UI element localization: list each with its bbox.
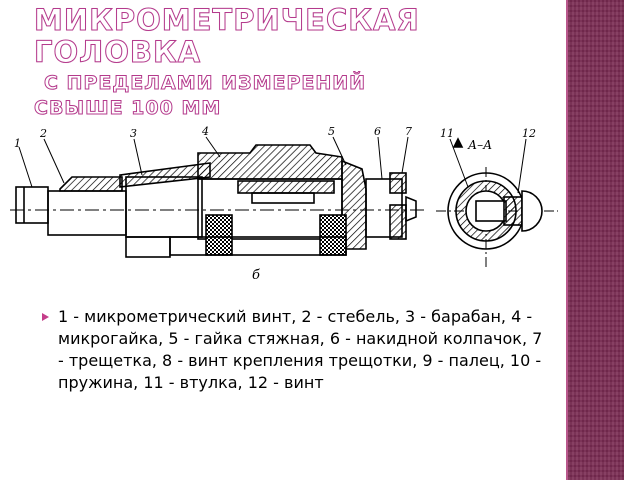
triangle-bullet-icon bbox=[42, 313, 49, 321]
section-label: А–А bbox=[467, 138, 492, 152]
side-divider bbox=[566, 0, 568, 480]
label-6: 6 bbox=[374, 125, 381, 138]
title-line-1: Микрометрическая головка bbox=[34, 3, 420, 69]
label-3: 3 bbox=[130, 127, 137, 140]
label-7: 7 bbox=[405, 125, 412, 138]
drawing-labels: 1 2 3 4 5 6 7 11 12 А–А б bbox=[14, 125, 536, 283]
leader-lines bbox=[18, 136, 527, 194]
slide-title: Микрометрическая головка с пределами изм… bbox=[34, 4, 554, 121]
label-4: 4 bbox=[201, 125, 209, 138]
decorative-side-band bbox=[568, 0, 624, 480]
label-5: 5 bbox=[328, 125, 335, 138]
label-2: 2 bbox=[39, 127, 47, 140]
side-band-texture bbox=[568, 0, 624, 480]
side-edge bbox=[624, 0, 640, 480]
label-1: 1 bbox=[14, 137, 21, 150]
caption-list-item: 1 - микрометрический винт, 2 - стебель, … bbox=[42, 306, 552, 394]
micrometer-head-drawing: 1 2 3 4 5 6 7 11 12 А–А б bbox=[10, 125, 558, 283]
section-view bbox=[436, 137, 558, 267]
view-label: б bbox=[252, 268, 260, 283]
label-11: 11 bbox=[440, 127, 454, 140]
title-line-2: с пределами измерений bbox=[44, 72, 367, 95]
title-line-3: свыше 100 мм bbox=[34, 97, 222, 120]
label-12: 12 bbox=[522, 127, 536, 140]
micrometer-body bbox=[10, 144, 425, 258]
caption-text: 1 - микрометрический винт, 2 - стебель, … bbox=[58, 307, 543, 392]
